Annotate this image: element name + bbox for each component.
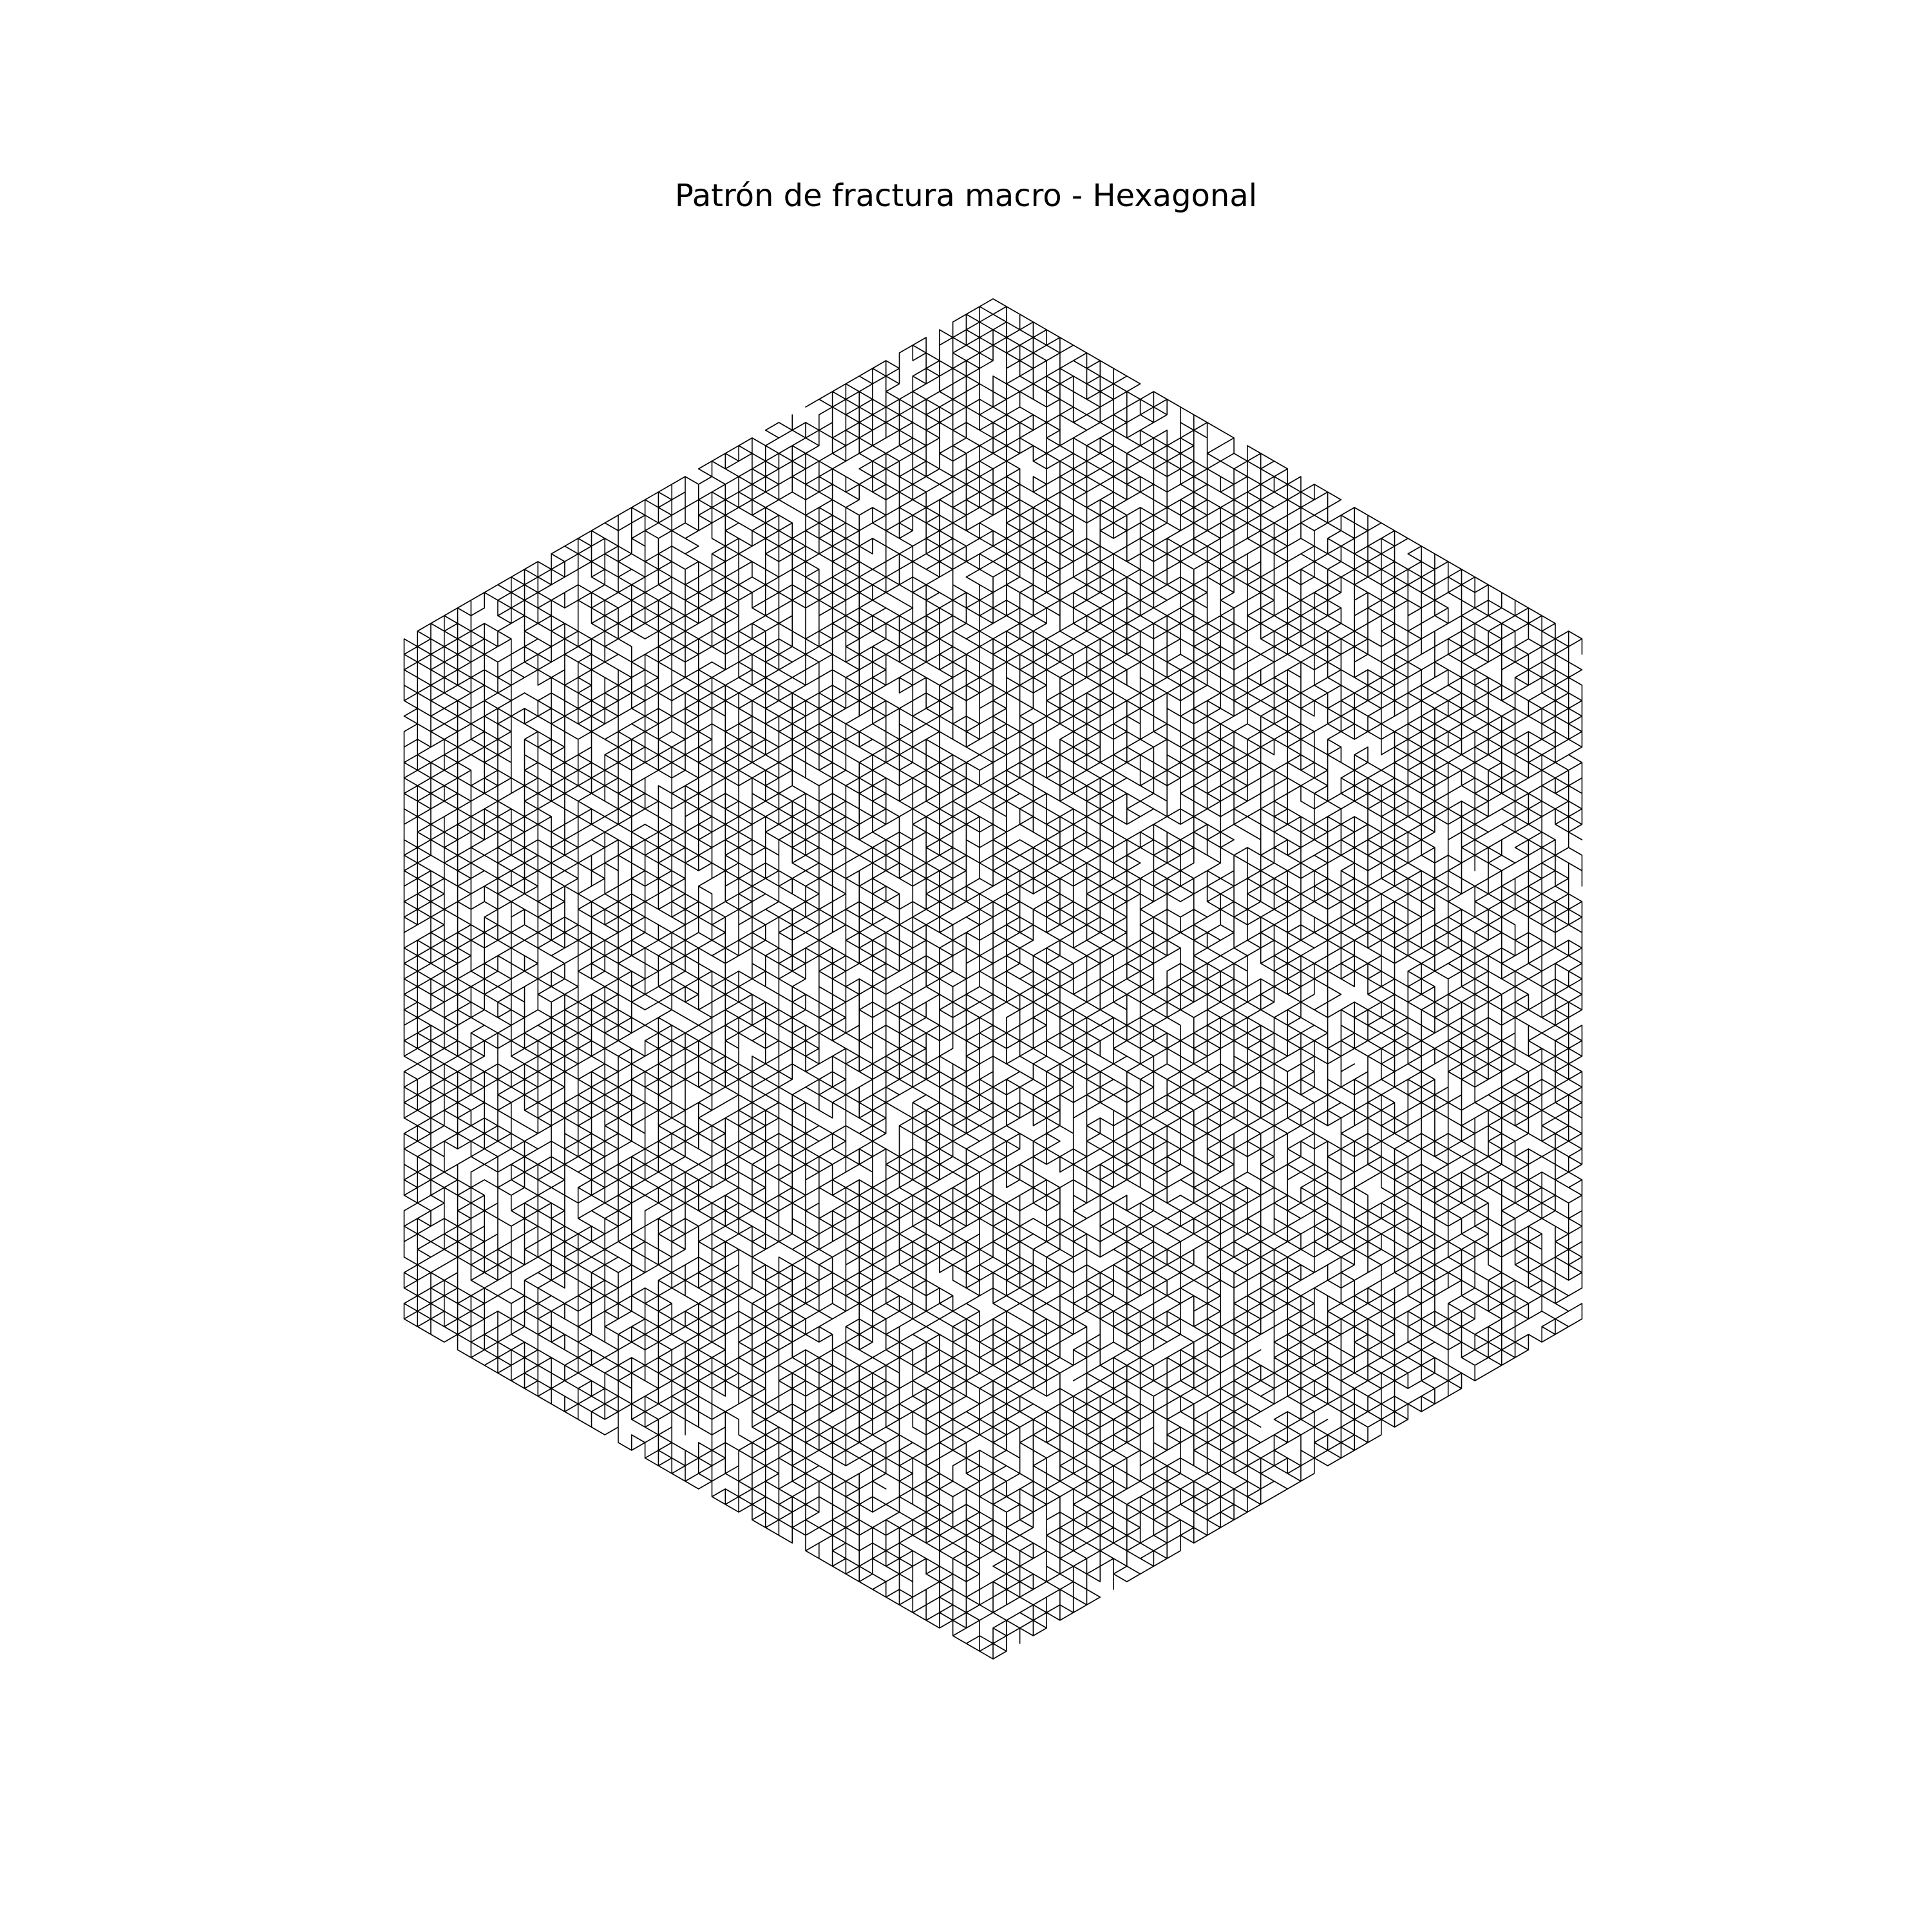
- mesh-edges: [403, 878, 1368, 1660]
- mesh-edges: [791, 298, 1583, 895]
- mesh-edges: [484, 422, 1583, 1258]
- figure-title: Patrón de fractura macro - Hexagonal: [674, 178, 1258, 214]
- triangular-mesh: [403, 298, 1583, 1660]
- mesh-edges: [403, 592, 1583, 1451]
